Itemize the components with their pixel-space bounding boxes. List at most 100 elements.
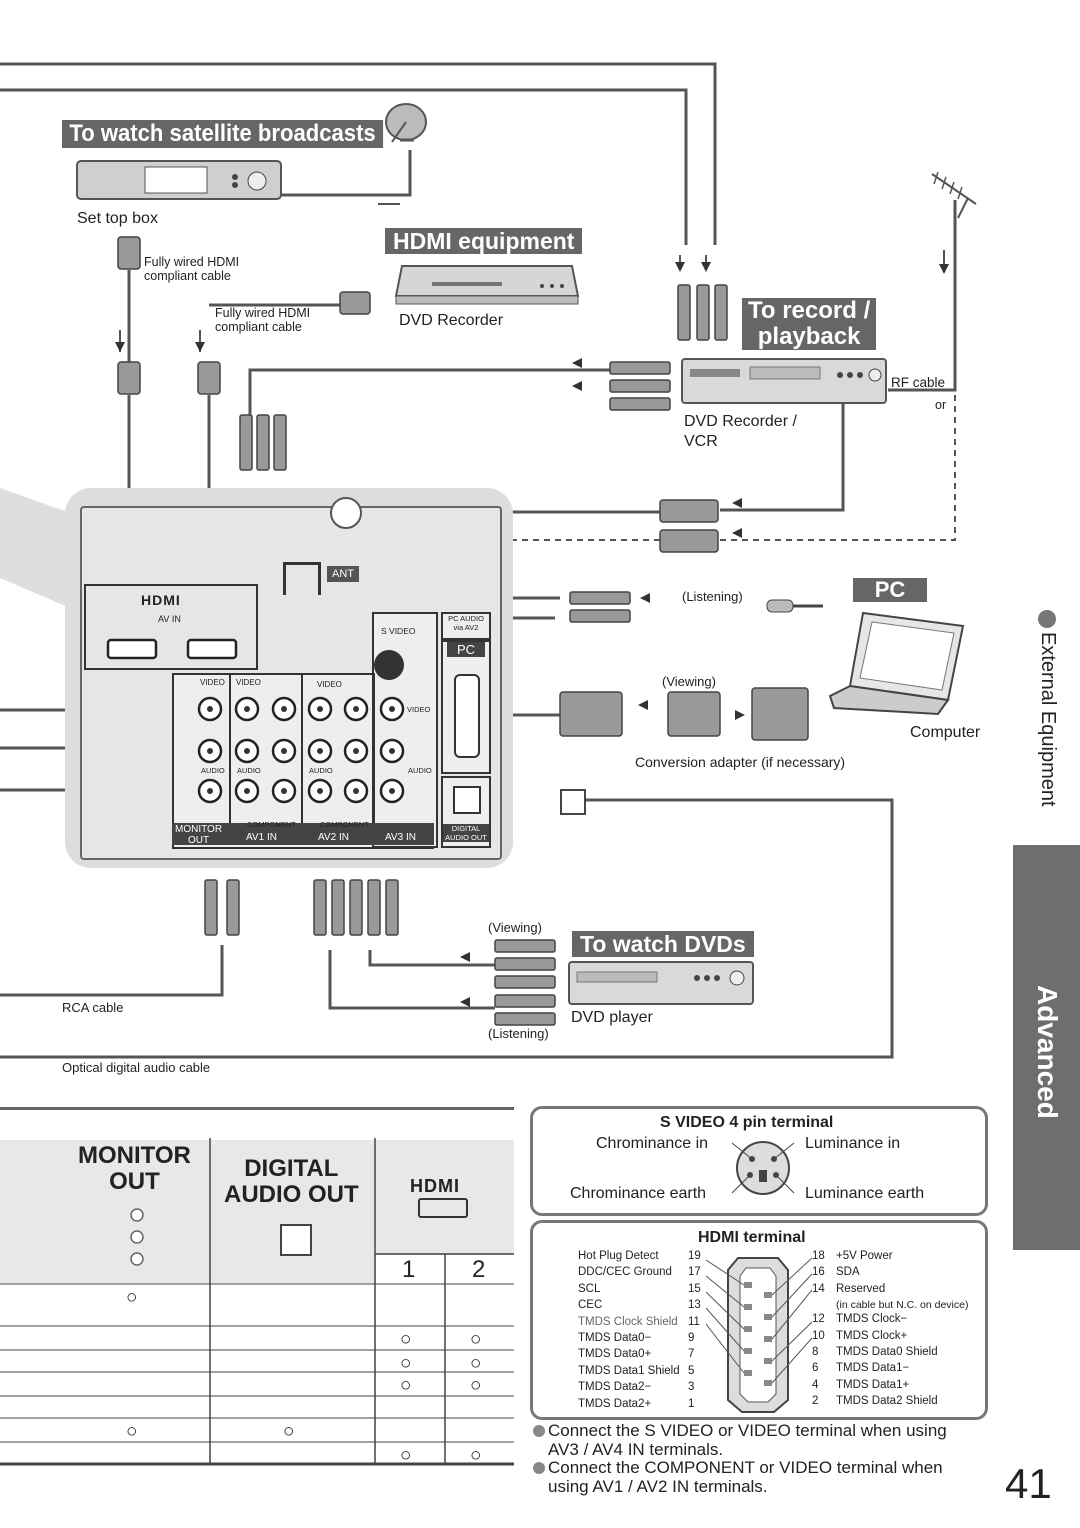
av1-in-label: AV1 IN bbox=[246, 832, 277, 843]
hdmi-pin-name: DDC/CEC Ground bbox=[578, 1266, 672, 1279]
advanced-sidebar-tab: Advanced bbox=[1013, 845, 1080, 1250]
av3-in-label: AV3 IN bbox=[385, 832, 416, 843]
hdmi-pin-name: TMDS Data2 Shield bbox=[836, 1395, 938, 1408]
optical-plug-icon bbox=[560, 789, 586, 815]
audio-plug-icon bbox=[766, 599, 823, 613]
hdmi-av-in-block: HDMI AV IN bbox=[84, 584, 258, 670]
listening-label: (Listening) bbox=[682, 589, 743, 604]
s-video-label: S VIDEO bbox=[381, 626, 416, 636]
table-cell: ○ bbox=[126, 1421, 138, 1442]
rca-cable-label: RCA cable bbox=[62, 1000, 124, 1015]
record-playback-header: To record / playback bbox=[742, 297, 877, 350]
digital-audio-out-panel-label: DIGITAL AUDIO OUT bbox=[443, 824, 489, 842]
video-label-2: VIDEO bbox=[236, 678, 261, 687]
antenna-terminal[interactable] bbox=[330, 497, 362, 529]
hdmi-pin-number: 16 bbox=[812, 1266, 825, 1279]
listening-dvd-label: (Listening) bbox=[488, 1026, 549, 1041]
viewing-label: (Viewing) bbox=[662, 674, 716, 689]
s-video-port-icon[interactable] bbox=[374, 650, 404, 680]
av-in-label: AV IN bbox=[158, 614, 181, 624]
optical-terminal-icon bbox=[280, 1224, 312, 1256]
external-equipment-label: External Equipment bbox=[1037, 632, 1059, 807]
hdmi-equipment-header: HDMI equipment bbox=[385, 228, 583, 254]
chrominance-earth-label: Chrominance earth bbox=[570, 1185, 707, 1202]
luminance-in-label: Luminance in bbox=[805, 1135, 901, 1152]
laptop-computer-icon bbox=[828, 611, 965, 716]
fully-wired-hdmi-label-1: Fully wired HDMI compliant cable bbox=[144, 255, 239, 283]
hdmi-port-1-icon[interactable] bbox=[106, 638, 158, 660]
panel-shadow bbox=[0, 488, 70, 608]
note-1: Connect the S VIDEO or VIDEO terminal wh… bbox=[548, 1421, 947, 1459]
table-cell: ○ bbox=[470, 1353, 482, 1374]
conversion-adapter-label: Conversion adapter (if necessary) bbox=[635, 754, 846, 770]
note2-bullet-icon bbox=[533, 1462, 545, 1474]
hdmi-pin-number: 14 bbox=[812, 1282, 825, 1295]
note1-line2: AV3 / AV4 IN terminals. bbox=[548, 1440, 724, 1459]
video-label-1: VIDEO bbox=[200, 678, 225, 687]
record-playback-line1: To record / bbox=[748, 297, 871, 324]
hdmi-port-2-icon[interactable] bbox=[186, 638, 238, 660]
satellite-dish-icon bbox=[385, 103, 427, 143]
hdmi-pin-name: SDA bbox=[836, 1266, 860, 1279]
hdmi-pin-number: 7 bbox=[688, 1348, 695, 1361]
dvd-recorder-vcr-label: DVD Recorder / VCR bbox=[684, 412, 797, 452]
hdmi-pin-number: 18 bbox=[812, 1250, 825, 1262]
table-cell: ○ bbox=[470, 1375, 482, 1396]
digital-line1: DIGITAL bbox=[451, 824, 481, 833]
hdmi-left-pin-row: TMDS Data2+1 bbox=[578, 1398, 694, 1410]
fully-wired-2-line2: compliant cable bbox=[215, 320, 302, 334]
hdmi-right-pin-row: (in cable but N.C. on device) bbox=[812, 1299, 968, 1311]
hdmi-pin-number: 8 bbox=[812, 1346, 819, 1358]
av2-in-label: AV2 IN bbox=[318, 832, 349, 843]
hdmi-left-pin-row: TMDS Data2−3 bbox=[578, 1381, 694, 1393]
hdmi-pin-number: 5 bbox=[688, 1364, 695, 1377]
or-label: or bbox=[935, 398, 947, 412]
hdmi-pin-name: Hot Plug Detect bbox=[578, 1250, 659, 1262]
satellite-header: To watch satellite broadcasts bbox=[62, 120, 384, 148]
table-hdmi-logo: HDMI bbox=[410, 1176, 460, 1196]
fully-wired-hdmi-label-2: Fully wired HDMI compliant cable bbox=[215, 306, 310, 334]
dvd-player-icon bbox=[568, 961, 754, 1005]
hdmi-right-pin-row: 14 Reserved bbox=[812, 1283, 885, 1295]
computer-label: Computer bbox=[910, 724, 981, 741]
digital-line2: AUDIO OUT bbox=[445, 833, 487, 842]
antenna-icon bbox=[931, 171, 977, 219]
table-digital-line2: AUDIO OUT bbox=[224, 1181, 359, 1208]
hdmi-pin-number: 11 bbox=[688, 1315, 700, 1328]
ant-label: ANT bbox=[327, 566, 359, 582]
viewing-dvd-label: (Viewing) bbox=[488, 920, 542, 935]
pc-audio-line2: via AV2 bbox=[453, 623, 479, 632]
hdmi-pin-name: TMDS Data2+ bbox=[578, 1397, 652, 1410]
hdmi-terminal-title: HDMI terminal bbox=[698, 1229, 806, 1246]
table-cell: ○ bbox=[126, 1287, 138, 1308]
table-cell: ○ bbox=[400, 1375, 412, 1396]
hdmi-pin-name: Reserved bbox=[836, 1282, 886, 1295]
hdmi-right-pin-row: 18+5V Power bbox=[812, 1250, 893, 1262]
table-col-2: 2 bbox=[472, 1256, 486, 1283]
hdmi-pin-number: 2 bbox=[812, 1395, 819, 1408]
video-label-3: VIDEO bbox=[317, 680, 342, 689]
fully-wired-1-line1: Fully wired HDMI bbox=[144, 255, 240, 269]
luminance-earth-label: Luminance earth bbox=[805, 1185, 925, 1202]
fully-wired-1-line2: compliant cable bbox=[144, 269, 231, 283]
monitor-out-panel-line1: MONITOR bbox=[175, 824, 223, 835]
rca-jack-grid bbox=[172, 673, 434, 845]
antenna-bracket-icon bbox=[283, 562, 321, 595]
table-monitor-out-header: MONITOR OUT bbox=[78, 1143, 191, 1195]
table-cell: ○ bbox=[470, 1445, 482, 1466]
pc-panel-label: PC bbox=[447, 642, 485, 657]
component-label-1: COMPONENT bbox=[247, 820, 296, 829]
optical-port-icon[interactable] bbox=[453, 786, 481, 814]
audio-label-1: AUDIO bbox=[201, 766, 225, 775]
hdmi-pin-number: 12 bbox=[812, 1313, 825, 1326]
svideo-title: S VIDEO 4 pin terminal bbox=[660, 1114, 834, 1131]
vga-port-icon[interactable] bbox=[454, 674, 480, 758]
dvd-recorder-vcr-line1: DVD Recorder / bbox=[684, 413, 797, 430]
